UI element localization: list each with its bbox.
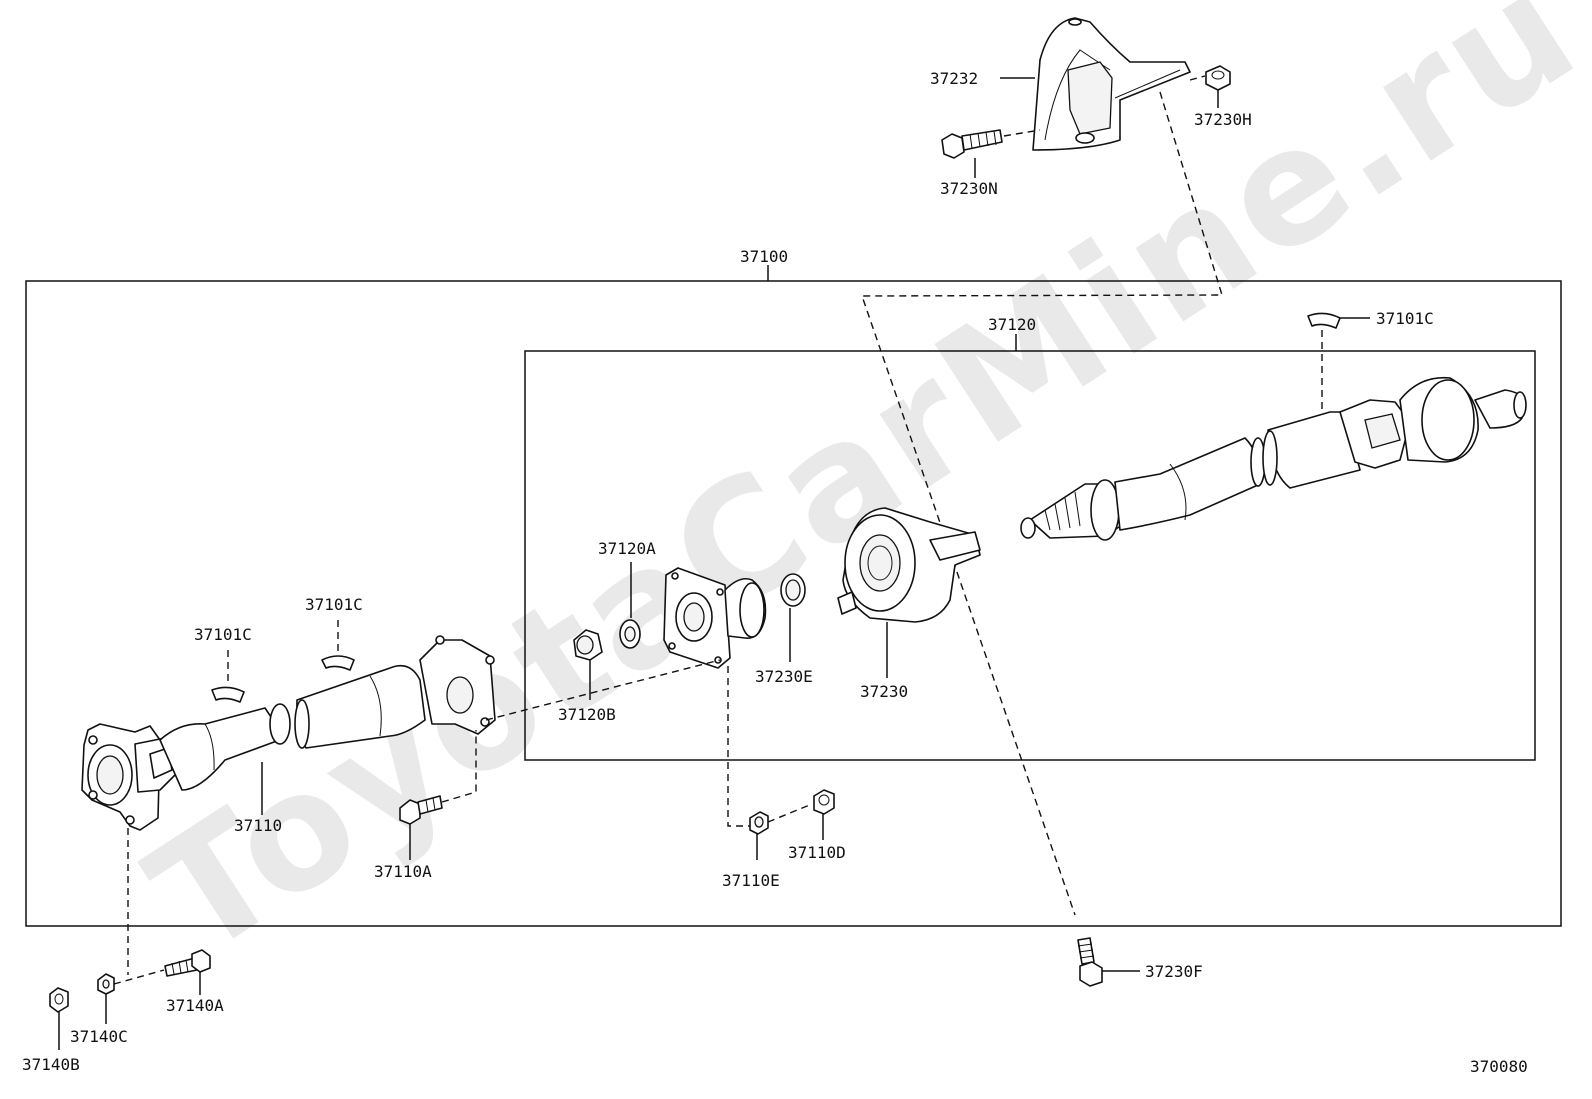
label-37140c: 37140C [70, 1027, 128, 1046]
support-bolt-37230f[interactable] [1077, 937, 1103, 987]
nut-37110e[interactable] [749, 811, 769, 835]
bracket-nut[interactable] [1205, 65, 1231, 91]
label-37140a: 37140A [166, 996, 224, 1015]
balance-weight-37101c-c[interactable] [1307, 312, 1341, 329]
label-37140b: 37140B [22, 1055, 80, 1074]
assembly-box-37120 [524, 350, 1536, 761]
nut-37110d[interactable] [813, 789, 835, 815]
bracket-bolt[interactable] [941, 129, 1003, 159]
flange-nut-37120b[interactable] [573, 629, 603, 661]
label-37110e: 37110E [722, 871, 780, 890]
center-bearing-bracket[interactable] [1032, 17, 1191, 151]
label-37230f: 37230F [1145, 962, 1203, 981]
front-shaft-tube[interactable] [159, 703, 291, 791]
label-37110: 37110 [234, 816, 282, 835]
label-37230: 37230 [860, 682, 908, 701]
label-37120: 37120 [988, 315, 1036, 334]
label-37230e: 37230E [755, 667, 813, 686]
center-support-bearing[interactable] [837, 507, 981, 623]
label-37230n: 37230N [940, 179, 998, 198]
label-37120b: 37120B [558, 705, 616, 724]
label-37230h: 37230H [1194, 110, 1252, 129]
label-37110a: 37110A [374, 862, 432, 881]
balance-weight-37101c-b[interactable] [321, 655, 355, 671]
diagram-code: 370080 [1470, 1057, 1528, 1076]
front-yoke-flange[interactable] [81, 723, 181, 831]
label-37120a: 37120A [598, 539, 656, 558]
label-37232: 37232 [930, 69, 978, 88]
nut-37140b[interactable] [49, 987, 69, 1013]
label-37101c-rear: 37101C [1376, 309, 1434, 328]
companion-flange[interactable] [663, 567, 767, 669]
label-37101c-mid: 37101C [305, 595, 363, 614]
washer-37230e[interactable] [780, 573, 806, 607]
rear-slip-yoke[interactable] [294, 635, 496, 749]
label-37101c-front: 37101C [194, 625, 252, 644]
rear-shaft-tube[interactable] [1114, 411, 1361, 531]
flange-bolt-37110a[interactable] [399, 795, 443, 825]
label-37100: 37100 [740, 247, 788, 266]
rear-universal-joint[interactable] [1339, 376, 1527, 469]
rear-shaft-spline-end[interactable] [1020, 479, 1131, 541]
washer-37120a[interactable] [619, 619, 641, 649]
nut-37140c[interactable] [97, 973, 115, 995]
label-37110d: 37110D [788, 843, 846, 862]
watermark: ToyotaCarMine.ru [119, 0, 1592, 992]
balance-weight-37101c-a[interactable] [211, 686, 245, 703]
assembly-box-37100 [25, 280, 1562, 927]
bolt-37140a[interactable] [164, 949, 211, 977]
